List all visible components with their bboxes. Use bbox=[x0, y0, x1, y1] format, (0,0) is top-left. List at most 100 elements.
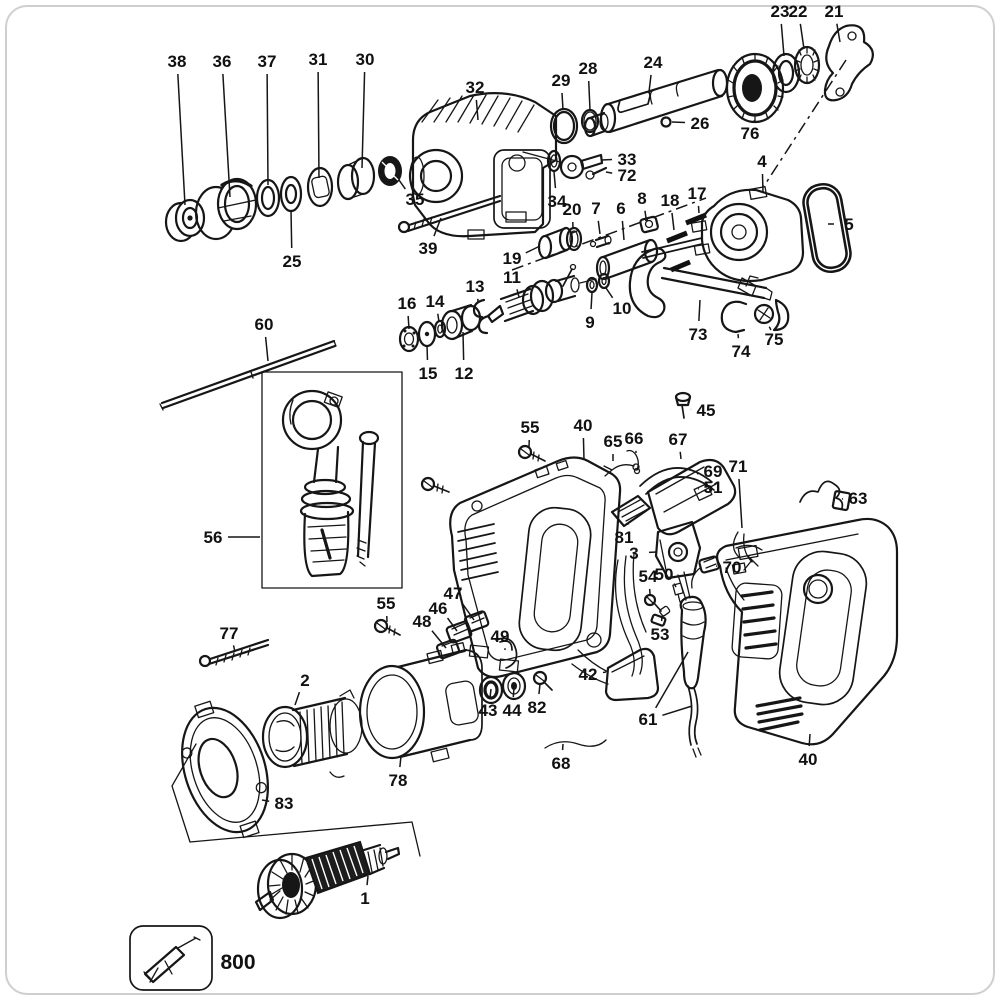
callout-6: 6 bbox=[616, 199, 625, 218]
callout-37: 37 bbox=[258, 52, 277, 71]
callout-leader-48 bbox=[431, 630, 447, 649]
callout-77: 77 bbox=[220, 624, 239, 643]
spindle-barrel-24 bbox=[583, 68, 729, 138]
wire-66 bbox=[626, 449, 641, 475]
ring-43 bbox=[478, 675, 504, 705]
armature-1 bbox=[254, 840, 401, 920]
callout-44: 44 bbox=[503, 701, 522, 720]
callout-42: 42 bbox=[579, 665, 598, 684]
screw-55-upper bbox=[517, 444, 546, 462]
callout-leader-38 bbox=[177, 73, 186, 206]
callout-3: 3 bbox=[629, 544, 638, 563]
callout-15: 15 bbox=[419, 364, 438, 383]
cover-75 bbox=[753, 298, 790, 332]
cylinder-6 bbox=[595, 238, 659, 281]
ball-26 bbox=[660, 116, 672, 128]
wires-71 bbox=[732, 531, 763, 571]
screw-39 bbox=[397, 194, 502, 234]
brush-spring-49 bbox=[495, 637, 518, 669]
callout-24: 24 bbox=[644, 53, 663, 72]
callout-70: 70 bbox=[723, 558, 742, 577]
callout-71: 71 bbox=[729, 457, 748, 476]
clip-74 bbox=[720, 300, 748, 334]
left-housing-shell bbox=[449, 456, 622, 679]
clutch-housing bbox=[194, 177, 258, 241]
callout-72: 72 bbox=[618, 166, 637, 185]
screw-77 bbox=[198, 638, 270, 668]
gear-housing bbox=[408, 92, 558, 240]
depth-rod-60 bbox=[159, 339, 337, 411]
block-8 bbox=[639, 215, 659, 234]
seal-ring-35 bbox=[378, 156, 402, 186]
callout-83: 83 bbox=[275, 794, 294, 813]
chuck-end-cap bbox=[164, 198, 206, 243]
callout-20: 20 bbox=[563, 200, 582, 219]
callout-leader-61 bbox=[662, 705, 693, 717]
callout-8: 8 bbox=[637, 189, 646, 208]
wire-68 bbox=[544, 739, 607, 749]
pin-7 bbox=[589, 234, 612, 249]
screw-45 bbox=[674, 391, 692, 419]
washer-25 bbox=[279, 175, 303, 213]
callout-leader-6 bbox=[621, 220, 625, 241]
callout-40: 40 bbox=[574, 416, 593, 435]
pin-lower bbox=[670, 259, 691, 273]
right-housing-shell bbox=[715, 517, 899, 746]
screw-72 bbox=[585, 166, 608, 180]
field-stator-2 bbox=[261, 689, 363, 778]
callout-38: 38 bbox=[168, 52, 187, 71]
callout-leader-24 bbox=[648, 74, 652, 93]
callout-leader-22 bbox=[799, 23, 805, 50]
callout-12: 12 bbox=[455, 364, 474, 383]
callout-40: 40 bbox=[799, 750, 818, 769]
callout-leader-67 bbox=[679, 451, 682, 460]
washer-10 bbox=[597, 272, 611, 290]
callout-leader-18 bbox=[671, 212, 675, 231]
callout-leader-26 bbox=[671, 121, 686, 124]
side-handle-box bbox=[261, 371, 403, 589]
callout-leader-4 bbox=[761, 173, 764, 193]
callout-2: 2 bbox=[300, 671, 309, 690]
callout-55: 55 bbox=[521, 418, 540, 437]
callout-leader-46 bbox=[446, 617, 458, 632]
callout-25: 25 bbox=[283, 252, 302, 271]
callout-46: 46 bbox=[429, 599, 448, 618]
cord-strain-relief-61 bbox=[614, 553, 707, 758]
callout-31: 31 bbox=[309, 50, 328, 69]
callout-leader-7 bbox=[597, 220, 601, 235]
callout-leader-2 bbox=[294, 691, 301, 706]
callout-leader-40 bbox=[808, 733, 811, 747]
pin-18 bbox=[666, 230, 688, 244]
lever-33 bbox=[559, 153, 604, 180]
callout-leader-43 bbox=[489, 688, 492, 698]
end-plate-83 bbox=[181, 700, 269, 839]
callout-10: 10 bbox=[613, 299, 632, 318]
callout-61: 61 bbox=[639, 710, 658, 729]
callout-leader-61 bbox=[655, 651, 689, 709]
callout-16: 16 bbox=[398, 294, 417, 313]
callout-leader-29 bbox=[561, 92, 564, 111]
callout-18: 18 bbox=[661, 191, 680, 210]
o-ring-34 bbox=[546, 149, 562, 173]
callout-55: 55 bbox=[377, 594, 396, 613]
bearing-16 bbox=[398, 325, 420, 353]
callout-leader-69 bbox=[696, 472, 699, 475]
screw-82 bbox=[532, 670, 553, 691]
callout-74: 74 bbox=[732, 342, 751, 361]
callout-48: 48 bbox=[413, 612, 432, 631]
callout-45: 45 bbox=[697, 401, 716, 420]
callout-49: 49 bbox=[491, 627, 510, 646]
motor-housing-78 bbox=[358, 642, 483, 763]
callout-leader-28 bbox=[587, 80, 591, 111]
callout-leader-39 bbox=[433, 217, 442, 237]
callout-leader-30 bbox=[361, 71, 366, 169]
callout-leader-60 bbox=[264, 336, 269, 362]
callout-28: 28 bbox=[579, 59, 598, 78]
callout-leader-12 bbox=[462, 331, 465, 361]
callout-leader-9 bbox=[590, 292, 593, 310]
rings-30 bbox=[336, 156, 376, 201]
side-handle-assembly bbox=[281, 389, 380, 578]
callout-leader-31 bbox=[317, 71, 320, 179]
